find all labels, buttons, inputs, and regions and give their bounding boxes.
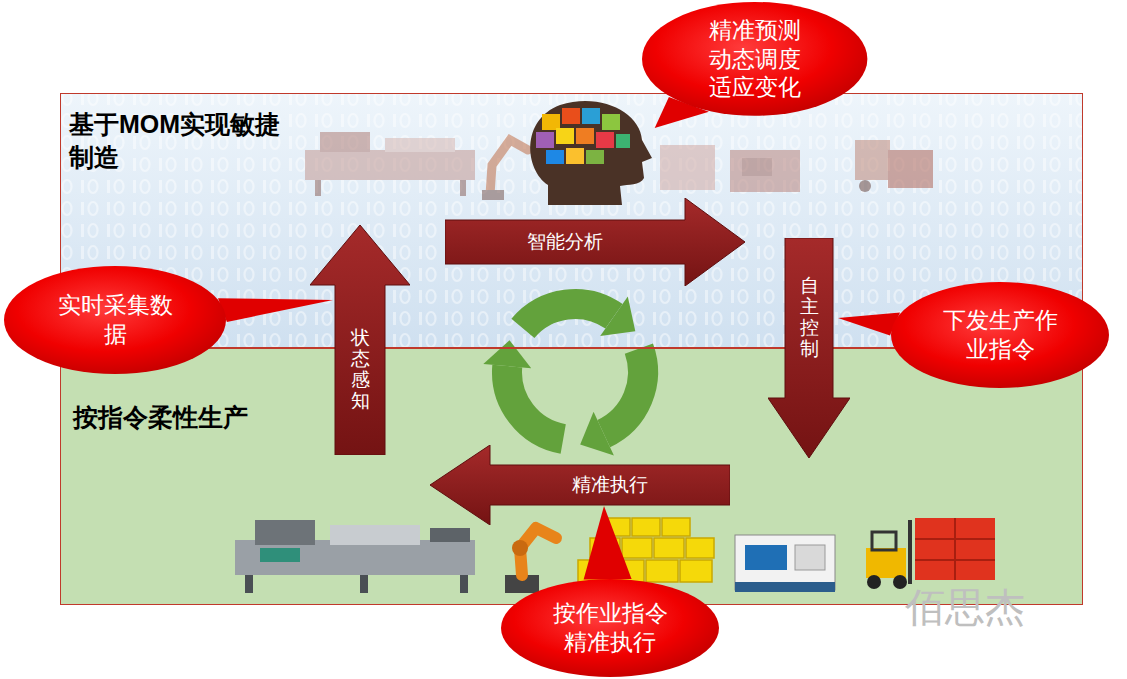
arrow-label: 状态感知: [351, 328, 370, 412]
callout-shape: [890, 281, 1110, 389]
callout-bubble: 精准预测 动态调度 适应变化: [641, 1, 868, 117]
callout-tail: [838, 313, 900, 336]
brain-head: [530, 101, 652, 205]
callout-tail: [218, 298, 333, 322]
callout-ellipse: [891, 282, 1109, 388]
callout-bubble: 下发生产作业指令: [890, 281, 1110, 389]
callout-ellipse: [642, 2, 867, 116]
block-arrow: 智能分析: [445, 198, 745, 286]
callout-text: 实时采集数据: [53, 291, 178, 349]
industrial-robot: [505, 528, 556, 593]
callout-tail: [584, 506, 632, 580]
arrow-label: 精准执行: [572, 474, 648, 497]
arrow-body: [310, 225, 410, 455]
region-band: 精准执行 按指令柔性生产: [60, 348, 1083, 605]
arrow-body: [445, 198, 745, 286]
arrow-label: 智能分析: [527, 231, 603, 254]
band-title: 按指令柔性生产: [73, 401, 353, 434]
production-line: [235, 520, 475, 593]
callout-bubble: 按作业指令 精准执行: [500, 578, 720, 678]
block-arrow: 自主控制: [768, 238, 850, 458]
callout-bubble: 实时采集数据: [3, 265, 227, 375]
recycle-symbol: [480, 297, 667, 462]
watermark: 佰思杰: [905, 585, 1025, 629]
callout-ellipse: [4, 266, 226, 374]
callout-shape: [3, 265, 227, 375]
block-arrow: 状态感知: [310, 225, 410, 455]
arrow-label: 自主控制: [800, 276, 819, 360]
band-ground: [60, 348, 1083, 605]
callout-ellipse: [501, 579, 719, 677]
cnc-machine: [735, 535, 835, 592]
forklift: [866, 518, 995, 589]
callout-shape: [500, 578, 720, 678]
callout-text: 下发生产作业指令: [938, 306, 1063, 364]
arrow-body: [768, 238, 850, 458]
callout-text: 精准预测 动态调度 适应变化: [695, 16, 815, 102]
block-arrow: 精准执行: [430, 445, 730, 525]
callout-text: 按作业指令 精准执行: [540, 599, 680, 657]
arrow-body: [430, 445, 730, 525]
band-title: 基于MOM实现敏捷制造: [69, 108, 289, 173]
